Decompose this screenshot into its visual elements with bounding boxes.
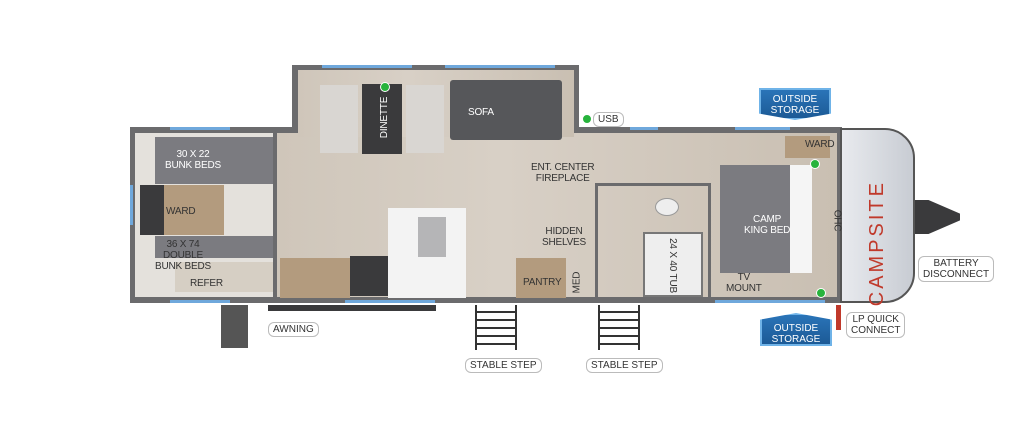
bath-wall [595, 183, 711, 300]
outlet-dot [816, 288, 826, 298]
dinette-table [362, 84, 402, 154]
stable-step-label: STABLE STEP [586, 358, 663, 373]
dinette-bench [320, 85, 358, 153]
window [630, 127, 658, 130]
pantry-label: PANTRY [523, 277, 562, 288]
window [170, 300, 230, 303]
wardrobe-door [140, 185, 164, 235]
dinette-bench [406, 85, 444, 153]
top-bunk-bed [155, 137, 273, 184]
stabilizer-jack [221, 305, 248, 348]
window [170, 127, 230, 130]
window [130, 185, 133, 225]
toilet-icon [655, 198, 679, 216]
sofa-shape [450, 80, 562, 140]
awning-bar [268, 305, 436, 311]
stable-step-label: STABLE STEP [465, 358, 542, 373]
step-2 [598, 305, 640, 350]
window [445, 65, 555, 68]
lp-connector [836, 305, 841, 330]
sofa-label: SOFA [468, 107, 494, 118]
wardrobe [164, 185, 224, 235]
window [345, 300, 435, 303]
ohc-label: OHC [831, 209, 843, 232]
outlet-dot [810, 159, 820, 169]
outlet-dot [380, 82, 390, 92]
window [715, 300, 825, 303]
dinette-label: DINETTE [379, 96, 391, 139]
stove [350, 256, 388, 296]
usb-dot [582, 114, 592, 124]
tub [643, 232, 703, 297]
usb-label: USB [593, 112, 624, 127]
king-bed [720, 165, 790, 273]
step-1 [475, 305, 517, 350]
front-cap [840, 128, 915, 303]
ward-right-label: WARD [805, 139, 835, 150]
tub-label: 24 X 40 TUB [666, 238, 678, 293]
kitchen-cabinet [280, 258, 350, 298]
sink [418, 217, 446, 257]
window [322, 65, 412, 68]
window [735, 127, 790, 130]
refer-label: REFER [190, 278, 223, 289]
campsite-logo: CAMPSITE [866, 180, 888, 307]
awning-label: AWNING [268, 322, 319, 337]
ward-left-label: WARD [166, 206, 196, 217]
med-label: MED [571, 271, 583, 294]
wardrobe-right [785, 136, 830, 158]
refrigerator [175, 262, 273, 292]
pantry-cabinet [516, 258, 566, 298]
double-bunk-bed [155, 236, 273, 258]
bed-pillows [790, 165, 812, 273]
hitch [915, 200, 960, 234]
